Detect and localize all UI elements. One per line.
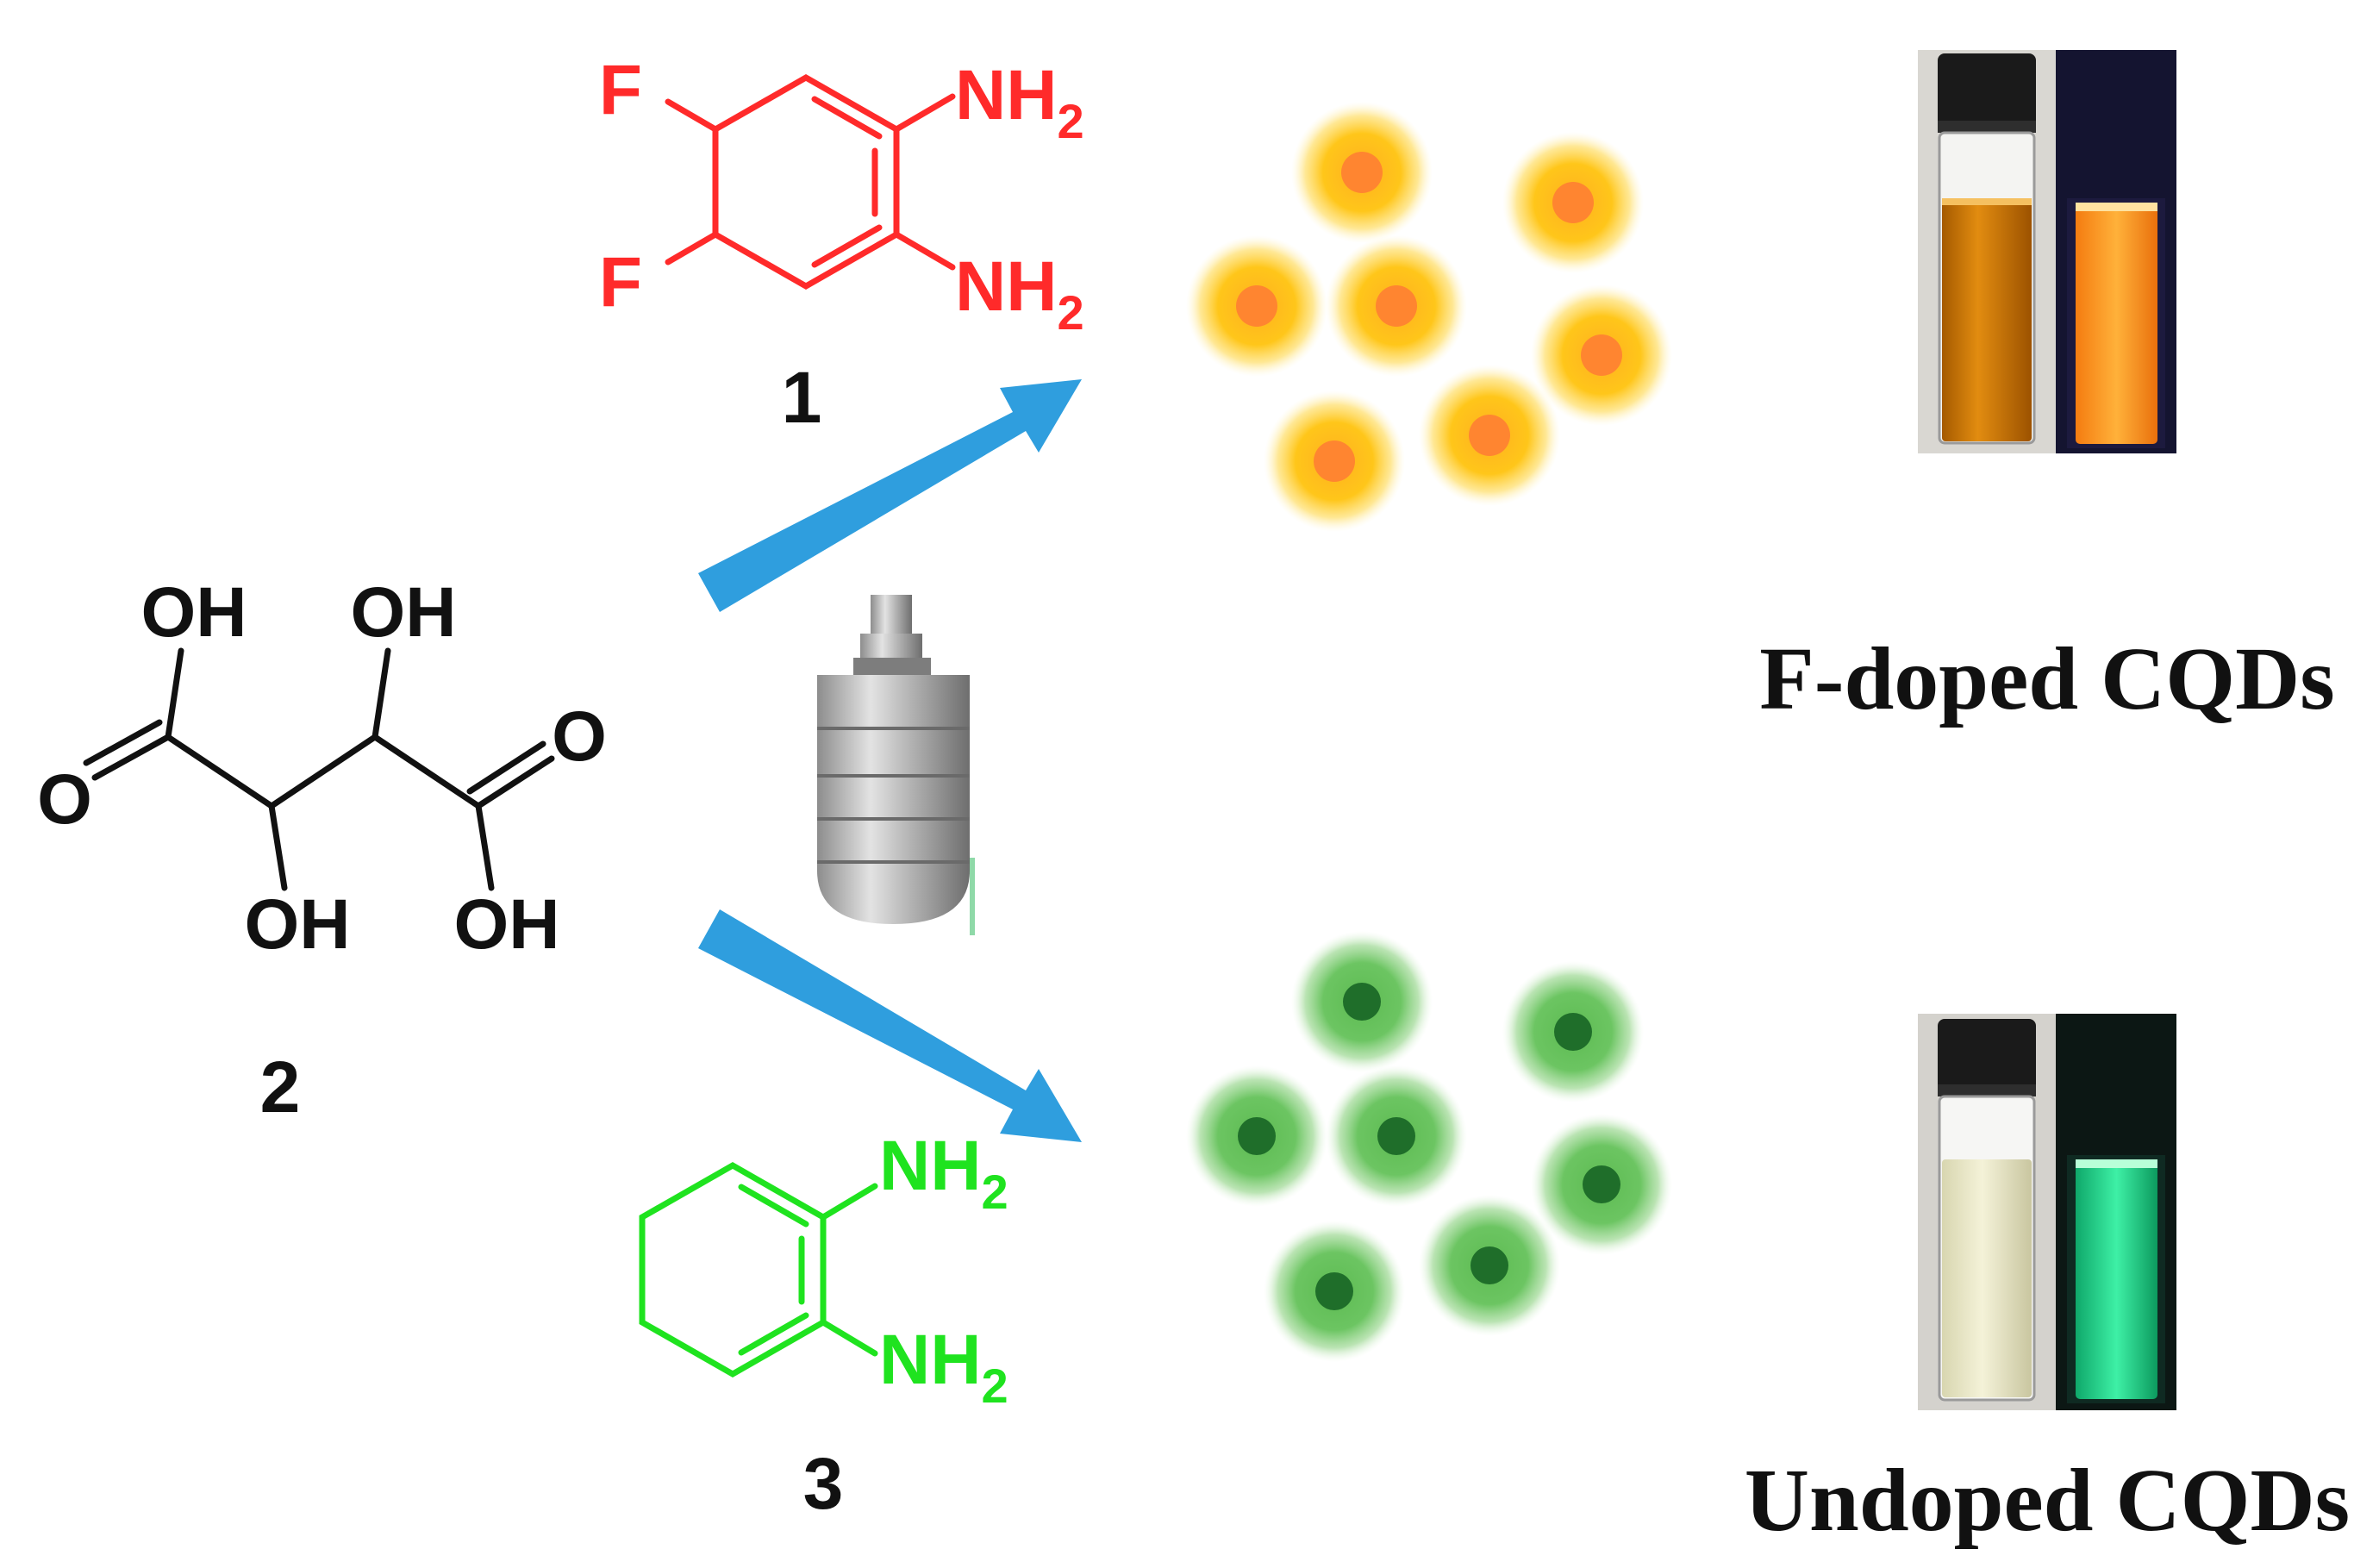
fdoped-dot [1291, 102, 1433, 243]
autoclave-icon [817, 595, 975, 935]
hydroxyl-label-4: OH [454, 885, 560, 964]
undoped-vial-photo [1918, 1014, 2176, 1410]
fdoped-dot [1502, 132, 1644, 273]
molecule-1 [665, 73, 956, 290]
amine-top-subscript: 2 [1057, 94, 1083, 148]
fluorine-top-label: F [599, 51, 642, 129]
fdoped-dot-cluster [1186, 102, 1672, 532]
fdoped-vial-photo [1918, 50, 2176, 453]
amine-bottom-subscript: 2 [1057, 285, 1083, 340]
fdoped-dot [1531, 284, 1672, 426]
svg-text:NH2: NH2 [879, 1127, 1008, 1219]
carbonyl-oxygen-right: O [552, 697, 607, 776]
undoped-dot [1531, 1114, 1672, 1255]
undoped-dot [1186, 1065, 1327, 1207]
hydroxyl-label-3: OH [245, 885, 351, 964]
arrow-to-fdoped [698, 379, 1082, 612]
amine-bottom-label-3: NH [879, 1321, 981, 1399]
undoped-cqds-label: Undoped CQDs [1745, 1451, 2350, 1550]
hydroxyl-label-1: OH [141, 573, 247, 652]
amine-top-label: NH [955, 56, 1057, 134]
hydroxyl-label-2: OH [351, 573, 457, 652]
amine-bottom-subscript-3: 2 [981, 1359, 1008, 1413]
amine-bottom-label: NH [955, 247, 1057, 326]
undoped-dot [1326, 1065, 1467, 1207]
molecule-1-number: 1 [782, 357, 822, 438]
undoped-dot [1264, 1221, 1405, 1362]
amine-top-subscript-3: 2 [981, 1165, 1008, 1219]
fdoped-cqds-label: F-doped CQDs [1759, 629, 2334, 728]
fdoped-dot [1186, 235, 1327, 377]
fdoped-dot [1326, 235, 1467, 377]
undoped-dot-cluster [1186, 931, 1672, 1362]
arrow-to-undoped [698, 909, 1082, 1142]
undoped-dot [1291, 931, 1433, 1072]
vial-icon [1938, 1019, 2036, 1402]
fluorine-bottom-label: F [599, 243, 642, 322]
undoped-dot [1419, 1195, 1560, 1336]
fdoped-dot [1419, 365, 1560, 506]
molecule-3-number: 3 [803, 1443, 844, 1524]
molecule-2-number: 2 [260, 1046, 301, 1128]
svg-text:NH2: NH2 [955, 56, 1084, 148]
amine-top-label-3: NH [879, 1127, 981, 1205]
vial-icon [1938, 53, 2036, 445]
svg-text:NH2: NH2 [879, 1321, 1008, 1413]
fdoped-dot [1264, 390, 1405, 532]
molecule-2 [83, 647, 555, 891]
undoped-dot [1502, 961, 1644, 1103]
carbonyl-oxygen-left: O [37, 760, 92, 839]
svg-text:NH2: NH2 [955, 247, 1084, 340]
molecule-3 [639, 1161, 878, 1378]
